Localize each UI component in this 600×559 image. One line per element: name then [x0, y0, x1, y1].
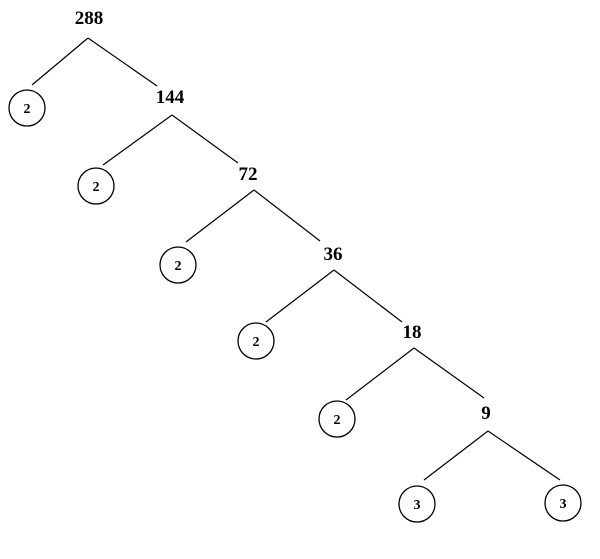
leaf-prime-3-a: 3 [398, 485, 436, 523]
edge-144-to-2 [102, 114, 173, 166]
leaf-prime-3-b: 3 [544, 484, 582, 522]
tree-edges [31, 37, 561, 481]
node-144: 144 [156, 87, 185, 108]
edge-36-to-18 [333, 269, 403, 323]
edge-288-to-144 [87, 37, 158, 87]
leaf-label: 2 [175, 259, 182, 274]
leaf-prime-2-c: 2 [159, 246, 197, 284]
leaf-label: 2 [334, 413, 341, 428]
leaf-prime-2-e: 2 [318, 400, 356, 438]
edge-9-to-3-right [487, 430, 561, 481]
leaf-prime-2-a: 2 [8, 89, 46, 127]
leaf-label: 3 [560, 497, 567, 512]
composite-nodes: 288 144 72 36 18 9 [75, 8, 491, 424]
edge-72-to-2 [185, 189, 255, 243]
leaf-prime-2-d: 2 [237, 322, 275, 360]
edge-144-to-72 [171, 114, 239, 164]
edge-36-to-2 [265, 269, 335, 323]
leaf-prime-2-b: 2 [77, 167, 115, 205]
edge-72-to-36 [253, 189, 321, 242]
node-36: 36 [324, 244, 343, 265]
leaf-label: 2 [93, 180, 100, 195]
node-288: 288 [75, 8, 104, 29]
leaf-label: 2 [253, 335, 260, 350]
edge-9-to-3-left [423, 430, 489, 481]
edge-18-to-9 [413, 347, 485, 399]
leaf-label: 3 [414, 498, 421, 513]
edge-288-to-2 [31, 37, 89, 86]
prime-leaves: 2 2 2 2 2 3 3 [8, 89, 582, 523]
node-18: 18 [403, 322, 422, 343]
leaf-label: 2 [24, 102, 31, 117]
edge-18-to-2 [345, 347, 415, 401]
node-9: 9 [481, 403, 491, 424]
node-72: 72 [239, 164, 258, 185]
